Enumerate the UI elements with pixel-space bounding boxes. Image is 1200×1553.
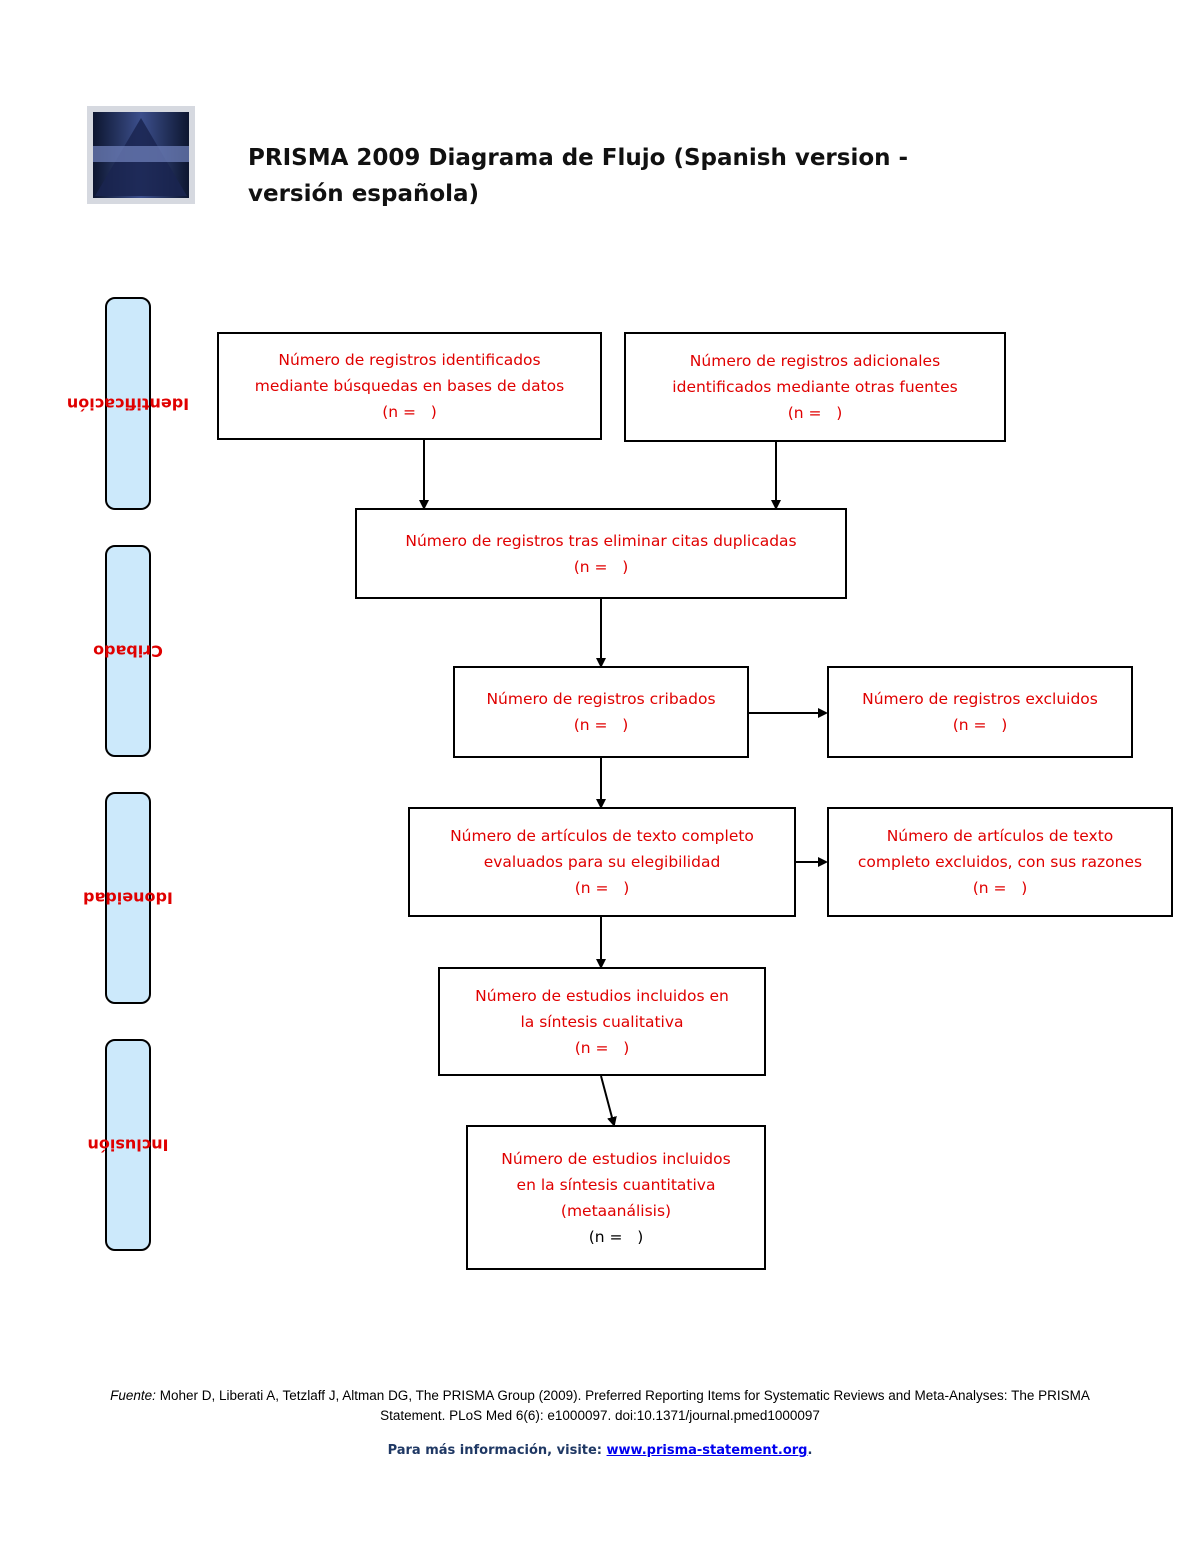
box-line: Número de artículos de texto [886, 827, 1114, 845]
stage-screening: Cribado [93, 545, 163, 757]
box-line: Número de registros excluidos [862, 690, 1098, 708]
box-count: (n = ) [573, 716, 629, 734]
box-count: (n = ) [787, 404, 843, 422]
box-line: Número de estudios incluidos en [475, 986, 729, 1005]
source-citation: Fuente: Moher D, Liberati A, Tetzlaff J,… [100, 1386, 1100, 1426]
box-line: Número de registros cribados [486, 690, 716, 708]
box-line: completo excluidos, con sus razones [857, 853, 1143, 871]
box-fulltext-excluded: Número de artículos de texto completo ex… [827, 807, 1173, 917]
box-excluded-records: Número de registros excluidos (n = ) [827, 666, 1133, 758]
box-count: (n = ) [573, 557, 629, 576]
more-info-label: Para más información, visite: [387, 1443, 602, 1458]
source-text: Moher D, Liberati A, Tetzlaff J, Altman … [159, 1388, 1090, 1423]
prisma-logo [87, 106, 195, 204]
box-line: Número de estudios incluidos [501, 1149, 731, 1168]
box-deduplicated-records: Número de registros tras eliminar citas … [355, 508, 847, 599]
stage-identification: Identificación [67, 297, 189, 510]
box-count: (n = ) [952, 716, 1008, 734]
stage-eligibility: Idoneidad [83, 792, 173, 1004]
box-line: Número de registros adicionales [689, 352, 941, 370]
box-line: la síntesis cualitativa [520, 1012, 684, 1031]
box-line: Número de registros tras eliminar citas … [405, 531, 797, 550]
box-count: (n = ) [382, 403, 437, 421]
prisma-logo-graphic [87, 106, 195, 204]
more-info-end: . [807, 1443, 813, 1458]
box-count: (n = ) [574, 1038, 630, 1057]
arrow-qualitative-to-quantitative [600, 1075, 617, 1127]
prisma-website-link[interactable]: www.prisma-statement.org [606, 1443, 808, 1458]
source-label: Fuente: [110, 1388, 156, 1403]
box-fulltext-assessed: Número de artículos de texto completo ev… [408, 807, 796, 917]
box-screened-records: Número de registros cribados (n = ) [453, 666, 749, 758]
box-count: (n = ) [574, 879, 630, 897]
box-line: (metaanálisis) [560, 1201, 672, 1220]
box-line: mediante búsquedas en bases de datos [254, 377, 565, 395]
page-title: PRISMA 2009 Diagrama de Flujo (Spanish v… [248, 145, 909, 207]
box-count: (n = ) [972, 879, 1028, 897]
stage-inclusion: Inclusión [87, 1039, 169, 1251]
box-qualitative-synthesis: Número de estudios incluidos en la sínte… [438, 967, 766, 1076]
box-other-source-records: Número de registros adicionales identifi… [624, 332, 1006, 442]
more-info: Para más información, visite: www.prisma… [200, 1443, 1000, 1458]
box-line: en la síntesis cuantitativa [516, 1175, 716, 1194]
box-count: (n = ) [588, 1227, 644, 1246]
box-database-records: Número de registros identificados median… [217, 332, 602, 440]
box-line: Número de artículos de texto completo [450, 827, 754, 845]
box-quantitative-synthesis: Número de estudios incluidos en la sínte… [466, 1125, 766, 1270]
box-line: Número de registros identificados [278, 351, 541, 369]
box-line: identificados mediante otras fuentes [672, 378, 958, 396]
box-line: evaluados para su elegibilidad [483, 853, 721, 871]
